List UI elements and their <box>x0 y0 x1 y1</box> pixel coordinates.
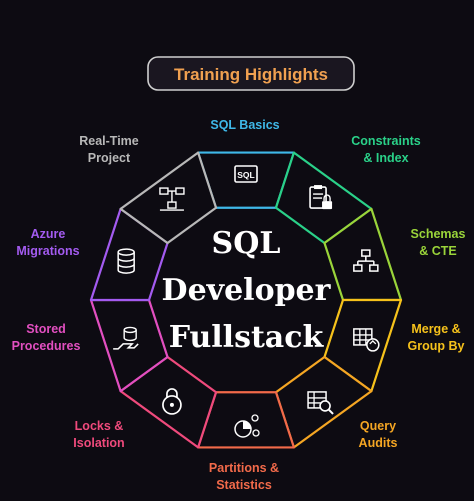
center-line-1: SQL <box>212 226 281 261</box>
clipboard-lock-icon <box>309 185 333 210</box>
label-constraints-index: Constraints& Index <box>351 134 421 165</box>
label-locks-isolation: Locks &Isolation <box>73 419 124 450</box>
center-line-3: Fullstack <box>169 320 325 355</box>
pie-users-icon <box>234 414 260 438</box>
title-pill: Training Highlights <box>147 56 355 91</box>
segments-ring: SQL <box>89 151 403 449</box>
center-line-2: Developer <box>162 273 332 308</box>
table-refresh-icon <box>353 328 380 352</box>
network-icon <box>159 187 185 211</box>
label-merge-group-by: Merge &Group By <box>408 322 465 353</box>
lock-icon <box>162 388 182 415</box>
title-pill-text: Training Highlights <box>174 65 328 84</box>
segment-real-time-project <box>119 151 218 245</box>
center-title: SQL Developer Fullstack <box>162 226 332 355</box>
label-schemas-cte: Schemas& CTE <box>411 227 466 258</box>
label-partitions-statistics: Partitions &Statistics <box>209 461 279 492</box>
table-search-icon <box>307 391 334 415</box>
title-pill-frame <box>147 56 355 91</box>
database-hand-icon <box>113 326 139 350</box>
database-icon <box>117 248 135 274</box>
svg-text:SQL: SQL <box>237 170 254 180</box>
label-sql-basics: SQL Basics <box>210 118 279 132</box>
hierarchy-icon <box>353 249 379 272</box>
sql-code-icon: SQL <box>234 165 258 183</box>
